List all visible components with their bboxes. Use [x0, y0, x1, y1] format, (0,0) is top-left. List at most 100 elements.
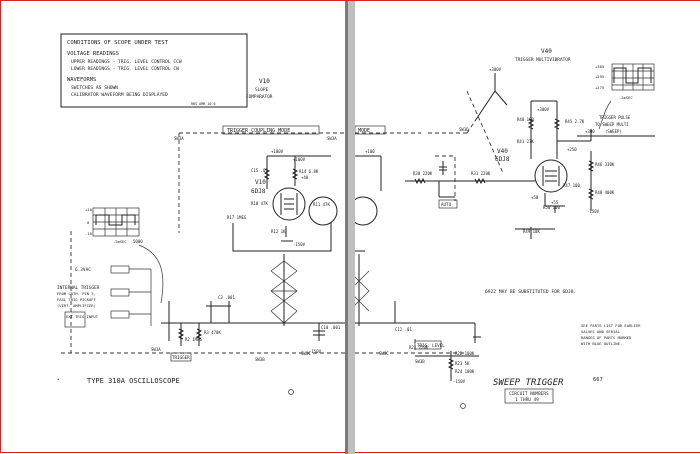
parts-note-3: RANGES OF PARTS MARKED [581, 335, 632, 340]
auto-box [438, 199, 458, 209]
trigger-pulse-3: (SWEEP) [605, 129, 622, 134]
plus100-right: +100 [365, 149, 375, 154]
sw3c-bottom: SW3C [301, 351, 311, 356]
notes-lower: LOWER READINGS - TRIG. LEVEL CONTROL CW [71, 66, 179, 72]
r48-label: R48 400K [595, 190, 615, 195]
v40-plate-wires [530, 100, 558, 159]
ac-box [110, 265, 130, 274]
internal-trigger-label: INTERNAL TRIGGER [57, 285, 100, 291]
sweep-trigger-title: SWEEP TRIGGER [493, 378, 564, 388]
r17-label: R17 1MEG [227, 215, 247, 220]
v40-body-label: V40 [497, 148, 508, 155]
v10-type: 6DJ8 [251, 188, 266, 195]
sw3d-label: SW3D [459, 127, 469, 132]
r30-label: R30 220K [413, 171, 433, 176]
notes-voltage-heading: VOLTAGE READINGS [67, 51, 119, 57]
v40-wave-gridlines [612, 64, 654, 90]
parts-note-1: SEE PARTS LIST FOR EARLIER [581, 323, 641, 328]
r47-label: R47 100 [563, 183, 580, 188]
r40-label: R40 100 [517, 117, 534, 122]
c3-wires [206, 301, 231, 323]
page-gutter-shadow [345, 1, 348, 454]
circuit-range: 1 THRU 49 [515, 397, 539, 403]
r2-label: R2 1MEG [185, 337, 202, 342]
r21-label: R21 220K [409, 345, 429, 350]
v10-plus100-b: +100V [293, 157, 306, 162]
v40-envelope [534, 159, 568, 193]
coupling-label-box [222, 125, 320, 135]
v10-plus100-a: +100V [271, 149, 284, 154]
sw3a-label-right: SW3A [327, 136, 337, 141]
note-6922: 6922 MAY BE SUBSTITUTED FOR 6DJ8. [485, 289, 576, 295]
internal-trigger-4: (VERT. AMPLIFIER) [57, 303, 96, 308]
c10-cap [313, 323, 325, 341]
r12-label: R12 1K [271, 229, 286, 234]
circuit-numbers-box [504, 388, 554, 404]
c12-label: C12 .01 [395, 327, 412, 332]
trigger-pulse-2: TO SWEEP MULTI [595, 122, 629, 127]
v40-elements [542, 166, 560, 186]
v40-func: TRIGGER MULTIVIBRATOR [515, 57, 571, 63]
trigger-box-label: TRIGGER [172, 355, 190, 360]
v40-label: V40 [541, 48, 552, 55]
c15-label: C15 .01 [251, 168, 268, 173]
right-divider [587, 151, 595, 211]
v40-wave-y0: +305 [595, 64, 604, 69]
minus150-top: -150V [293, 242, 306, 247]
notes-upper: UPPER READINGS - TRIG. LEVEL CONTROL CCW [71, 59, 182, 65]
v10-label: V10 [259, 78, 270, 85]
square-wave [95, 214, 136, 226]
r2-resistor [177, 323, 185, 346]
r49-label: R49 10K [523, 229, 540, 234]
r41-label: R41 27K [517, 139, 534, 144]
notes-waveforms-heading: WAVEFORMS [67, 77, 96, 83]
plus50-label: +50 [531, 195, 539, 200]
ext-input-box [64, 311, 86, 328]
right-diamond [355, 270, 370, 312]
v40-cathode [544, 193, 565, 213]
internal-trigger-2: FROM CATH. PIN 3, [57, 291, 96, 296]
auto-label: AUTO [441, 202, 452, 207]
schematic-mark: • [57, 377, 59, 382]
trigger-pulse-label: TRIGGER PULSE [599, 115, 631, 120]
reg-mark-left [288, 389, 294, 395]
grid-input-bus [405, 180, 535, 198]
right-ground-stub [473, 323, 481, 343]
parts-note-2: VALUES AND SERIAL [581, 329, 621, 334]
notes-initials: RBS AMR 10.6 [191, 102, 216, 106]
trig-level-wires [415, 351, 479, 381]
ext-input-label: EXT TRIG INPUT [66, 314, 99, 319]
circuit-numbers: CIRCUIT NUMBERS [509, 391, 549, 397]
v10-func1: SLOPE [255, 87, 269, 93]
v10-elements [280, 193, 298, 215]
v10-body-label: V10 [255, 179, 266, 186]
v40-type: 6DJ8 [495, 156, 510, 163]
plus300-a: +300V [489, 67, 502, 72]
parts-note-4: WITH BLUE OUTLINE. [581, 341, 622, 346]
notes-switches: SWITCHES AS SHOWN [71, 85, 118, 91]
r46-label: R46 330K [595, 162, 615, 167]
v40-wave-y1: +295 [595, 74, 604, 79]
v10b-envelope [308, 196, 338, 226]
wave-time: .2mSEC [113, 239, 127, 244]
r11-label: R11 47K [313, 202, 330, 207]
v10-half-right [355, 196, 378, 226]
v40-wave-time: .2mSEC [619, 95, 633, 100]
ac-63-label: 6.3VAC [75, 267, 91, 273]
grid-resistors [414, 177, 486, 185]
plus55-label: +55 [551, 200, 559, 205]
plate-resistors [263, 168, 299, 180]
right-diamond-trunk [355, 250, 365, 326]
int-box [110, 288, 130, 297]
input-wires [129, 268, 152, 326]
r31-label: R31 220K [471, 171, 491, 176]
r3-label: R3 470K [204, 330, 221, 335]
notes-calibrator: CALIBRATOR WAVEFORM BEING DISPLAYED [71, 92, 168, 98]
right-plate-wire [355, 155, 382, 191]
r22-label: R22 100K [455, 351, 475, 356]
wave-pointer [138, 244, 164, 304]
trig-level-box [414, 340, 442, 350]
page-gutter [345, 1, 355, 454]
sw3c-right: SW3C [379, 351, 389, 356]
